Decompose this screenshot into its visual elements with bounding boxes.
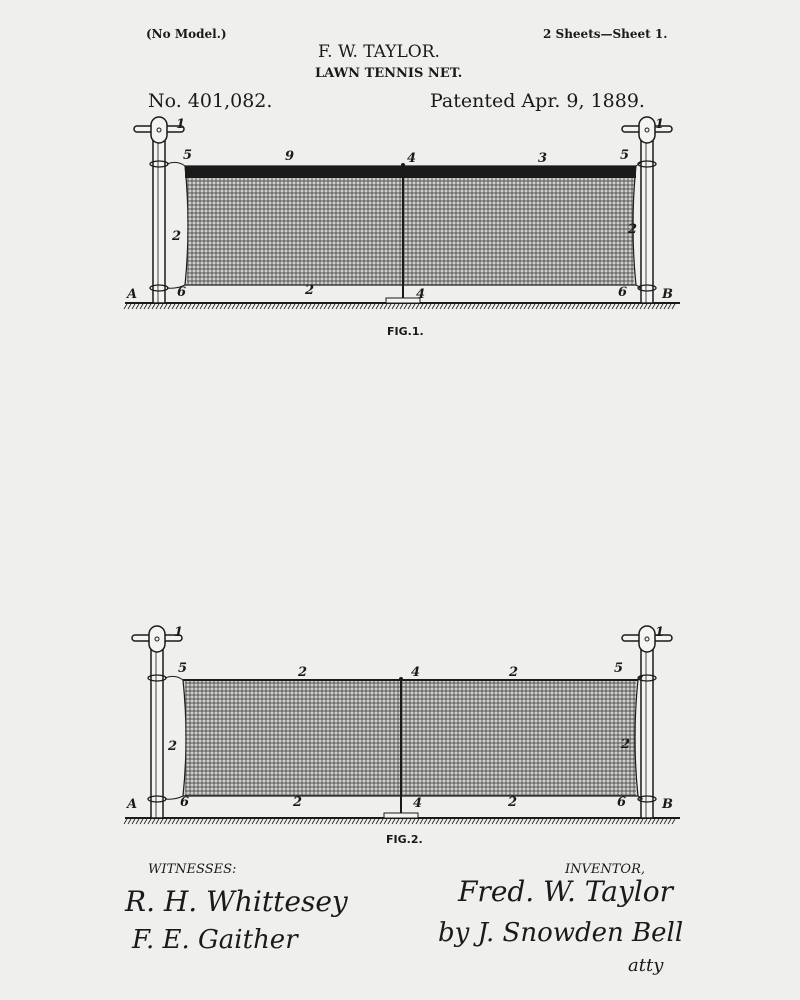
- patent-date: Patented Apr. 9, 1889.: [430, 90, 645, 112]
- invention-title: LAWN TENNIS NET.: [315, 66, 463, 81]
- label: 2: [167, 739, 177, 754]
- label: 1: [176, 117, 185, 132]
- cord: [637, 675, 643, 681]
- label: 5: [183, 148, 192, 163]
- label: 6: [617, 795, 626, 810]
- label: 2: [627, 222, 637, 237]
- label: 6: [177, 285, 186, 300]
- attorney-signature: by J. Snowden Bell: [438, 918, 684, 948]
- figure-2: [123, 625, 680, 825]
- label: 2: [508, 665, 518, 680]
- cord: [166, 284, 186, 289]
- post-cap-left: [148, 625, 166, 653]
- ground-hatching: [123, 818, 676, 825]
- label: 2: [297, 665, 307, 680]
- figure-1-caption: FIG.1.: [387, 325, 424, 338]
- cord: [164, 795, 184, 800]
- label: 1: [655, 117, 664, 132]
- label: 1: [174, 625, 183, 640]
- inventor-name: F. W. TAYLOR.: [318, 42, 440, 62]
- center-post-top: [401, 163, 405, 167]
- sheet-number: 2 Sheets—Sheet 1.: [543, 27, 668, 41]
- label: 5: [620, 148, 629, 163]
- post-bolt: [644, 127, 650, 133]
- top-tie-right: [637, 674, 657, 682]
- cord: [637, 795, 643, 800]
- net: [184, 165, 637, 286]
- label: 4: [407, 151, 416, 166]
- label: 2: [171, 229, 181, 244]
- cord: [164, 675, 184, 681]
- cord: [635, 284, 642, 289]
- cord: [166, 161, 186, 167]
- label: 4: [416, 287, 425, 302]
- label: B: [661, 287, 673, 302]
- post-left: [150, 645, 164, 819]
- label: 6: [618, 285, 627, 300]
- no-model-note: (No Model.): [146, 27, 227, 41]
- label: 4: [413, 796, 422, 811]
- label: A: [125, 287, 137, 302]
- label: 6: [180, 795, 189, 810]
- center-post-base: [385, 297, 421, 304]
- post-cap-left: [150, 116, 168, 144]
- label: 5: [614, 661, 623, 676]
- witness-signature-1: R. H. Whittesey: [125, 885, 348, 918]
- figure-1: [123, 116, 680, 310]
- label: B: [661, 797, 673, 812]
- post-bolt: [154, 636, 160, 642]
- net-mesh: [187, 166, 634, 285]
- inventor-signature: Fred. W. Taylor: [458, 875, 674, 908]
- net-top-band: [185, 166, 636, 178]
- label: 9: [285, 149, 294, 164]
- bottom-tie-right: [637, 795, 657, 803]
- center-post-base: [383, 812, 419, 819]
- label: 2: [507, 795, 517, 810]
- label: 3: [538, 151, 547, 166]
- post-bolt: [644, 636, 650, 642]
- label: 2: [620, 737, 630, 752]
- label: A: [125, 797, 137, 812]
- label: 5: [178, 661, 187, 676]
- inventor-label: INVENTOR,: [565, 862, 646, 877]
- center-post-top: [399, 677, 403, 681]
- ground-hatching: [123, 303, 676, 310]
- figure-2-caption: FIG.2.: [386, 833, 423, 846]
- post-bolt: [156, 127, 162, 133]
- bottom-tie-right: [637, 284, 657, 292]
- label: 2: [304, 283, 314, 298]
- label: 1: [655, 625, 664, 640]
- post-cap-right: [638, 625, 656, 653]
- label: 4: [411, 665, 420, 680]
- witness-signature-2: F. E. Gaither: [132, 925, 298, 955]
- attorney-suffix: atty: [628, 955, 664, 976]
- post-cap-right: [638, 116, 656, 144]
- post-right: [640, 645, 654, 819]
- patent-number: No. 401,082.: [148, 90, 273, 112]
- cord: [635, 161, 642, 167]
- net-mesh: [185, 680, 636, 796]
- label: 2: [292, 795, 302, 810]
- witnesses-label: WITNESSES:: [148, 862, 237, 877]
